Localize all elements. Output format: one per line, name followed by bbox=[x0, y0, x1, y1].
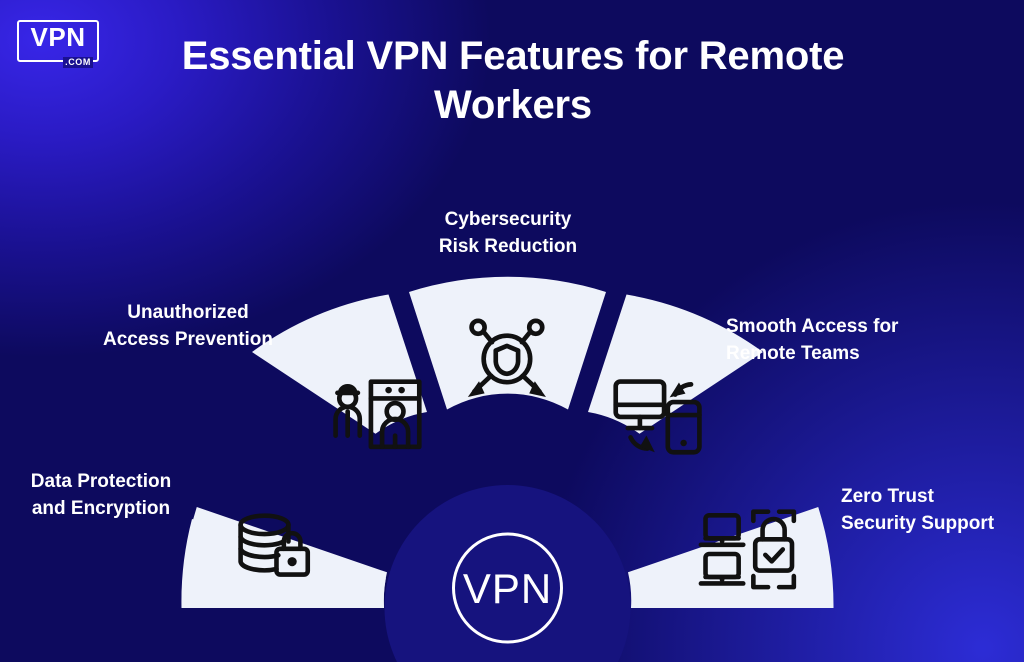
label-unauthorized-access: Unauthorized Access Prevention bbox=[102, 302, 274, 350]
label-zero-trust: Zero Trust Security Support bbox=[841, 486, 995, 534]
hub-label: VPN bbox=[463, 565, 552, 612]
vpn-com-logo: VPN .COM bbox=[17, 20, 99, 68]
segment-wedge bbox=[628, 507, 834, 608]
segment-wedge-body bbox=[181, 507, 387, 608]
segment-wedge bbox=[588, 294, 763, 434]
monitor-phone-sync-icon bbox=[613, 379, 702, 455]
logo-com-text: .COM bbox=[63, 57, 93, 68]
laptops-lock-check-icon bbox=[698, 509, 797, 590]
center-hub: VPN bbox=[384, 485, 631, 662]
logo-frame bbox=[17, 20, 99, 62]
logo-vpn-text: VPN bbox=[30, 22, 86, 52]
segment-unauthorized-access[interactable] bbox=[252, 294, 427, 450]
segment-data-protection[interactable] bbox=[181, 507, 387, 608]
label-smooth-access: Smooth Access for Remote Teams bbox=[726, 316, 899, 364]
segment-zero-trust[interactable] bbox=[628, 507, 834, 608]
security-checkpoint-icon bbox=[333, 379, 422, 450]
segment-smooth-access[interactable] bbox=[588, 294, 763, 455]
hub-disc bbox=[384, 485, 631, 662]
shield-network-icon bbox=[467, 318, 546, 398]
page-title: Essential VPN Features for Remote Worker… bbox=[181, 34, 845, 127]
segment-cybersecurity-risk[interactable] bbox=[409, 276, 606, 410]
label-cybersecurity-risk: Cybersecurity Risk Reduction bbox=[438, 209, 578, 257]
segment-wedge bbox=[409, 276, 606, 410]
label-data-protection: Data Protection and Encryption bbox=[30, 471, 172, 519]
database-lock-icon bbox=[238, 513, 311, 577]
hub-ring bbox=[452, 532, 563, 644]
